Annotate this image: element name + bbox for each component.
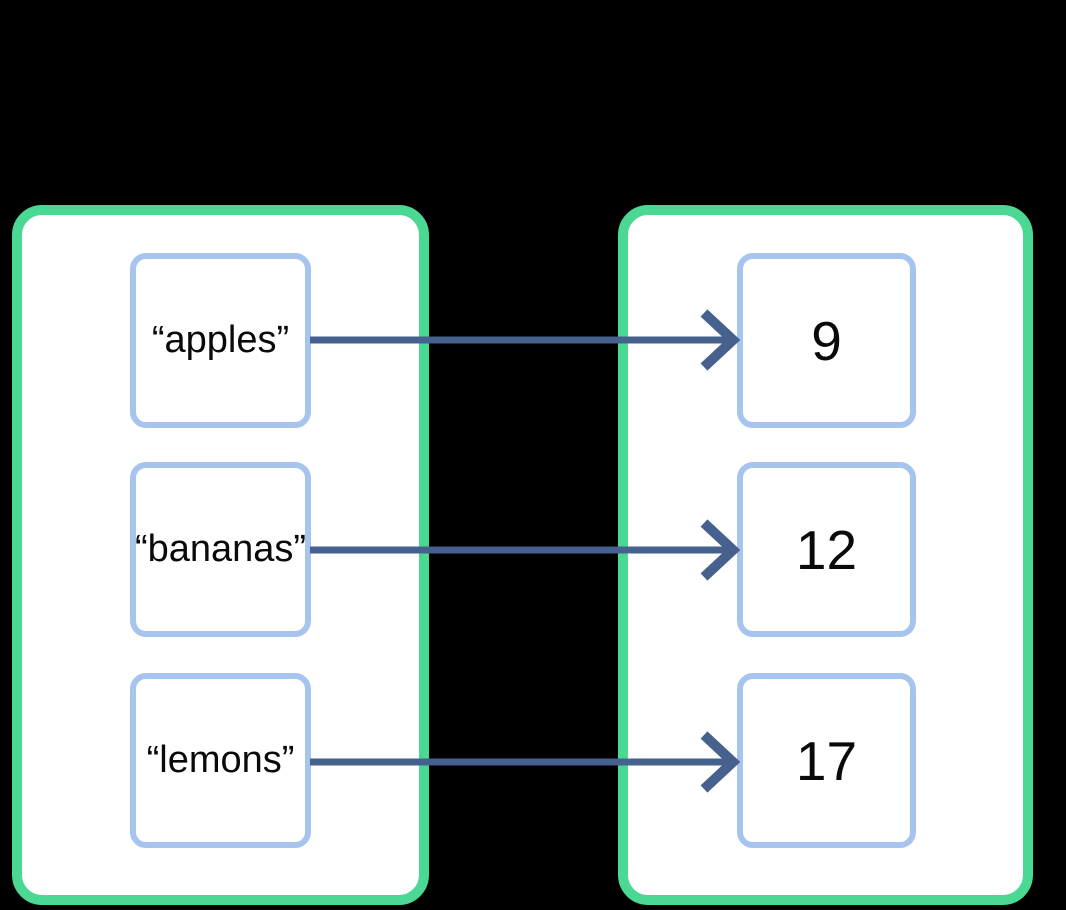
value-label: 17 [795, 729, 858, 792]
value-label: 12 [795, 518, 858, 581]
value-box: 17 [737, 673, 916, 848]
key-label: “bananas” [134, 528, 307, 570]
value-label: 9 [811, 309, 842, 372]
key-box: “apples” [130, 253, 311, 428]
key-label: “lemons” [146, 739, 295, 781]
key-label: “apples” [151, 319, 290, 361]
value-box: 12 [737, 462, 916, 637]
value-box: 9 [737, 253, 916, 428]
key-box: “bananas” [130, 462, 311, 637]
key-box: “lemons” [130, 673, 311, 848]
